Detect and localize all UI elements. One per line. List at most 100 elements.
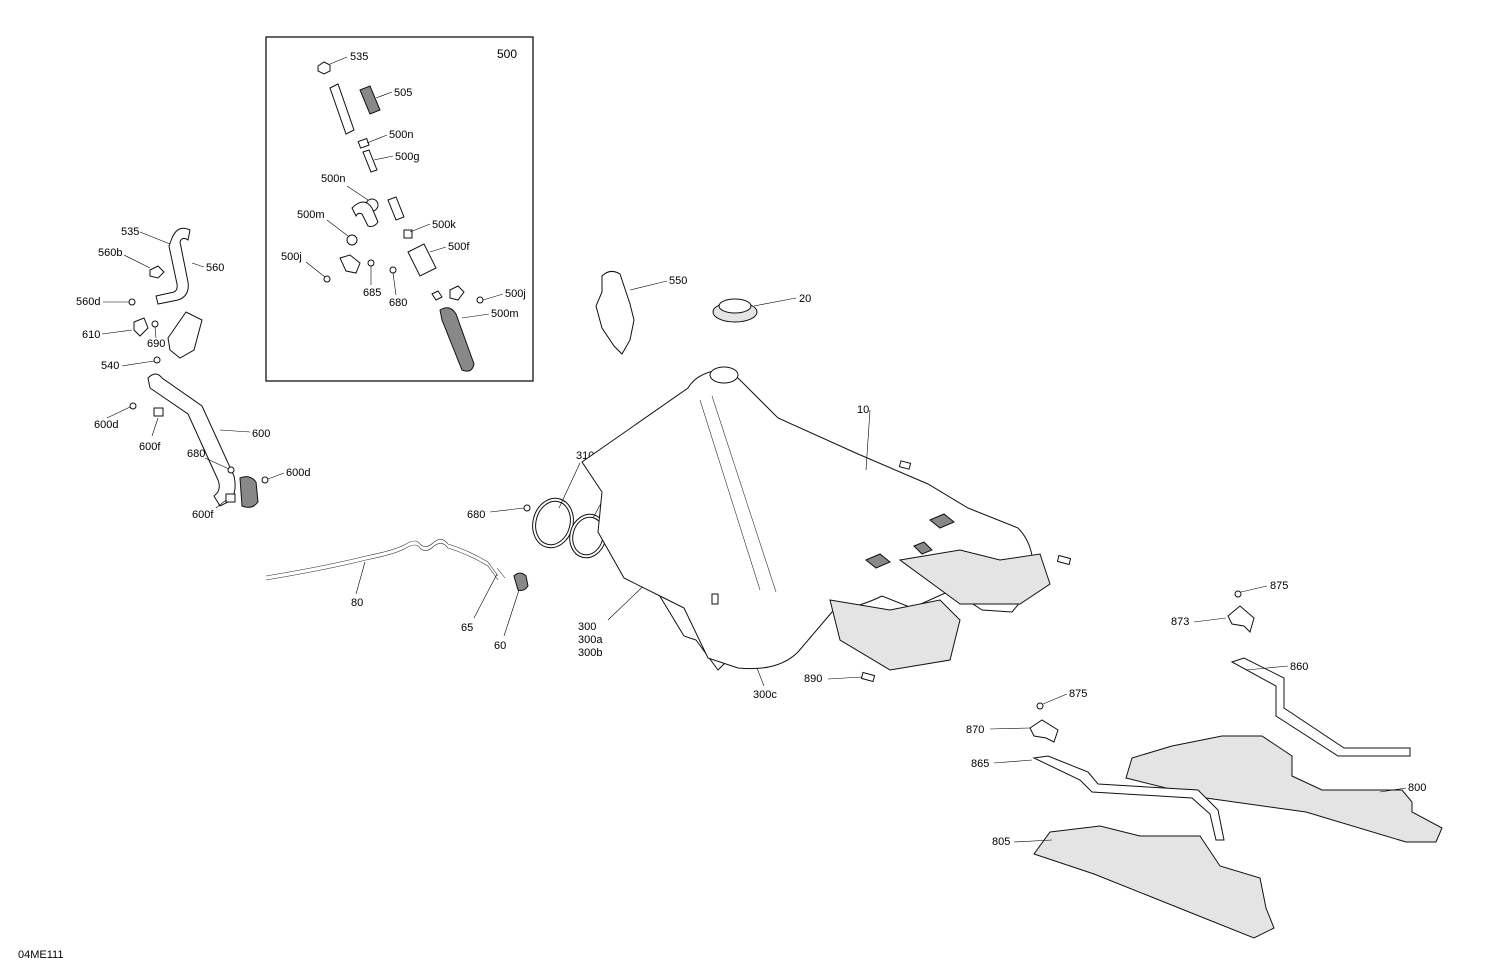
screw-685-part	[367, 259, 375, 267]
callout-300a: 300a	[578, 634, 603, 646]
callout-500j-b: 500j	[505, 288, 526, 300]
connector-60-part	[513, 572, 529, 591]
leader-310	[558, 462, 581, 509]
callout-500j-a: 500j	[281, 251, 302, 263]
hose-560-part	[155, 227, 191, 305]
callout-300c: 300c	[753, 689, 777, 701]
callout-690: 690	[147, 338, 165, 350]
pad-c-part	[711, 593, 719, 605]
strap-group: 875 873 860 875 870 865 800 805	[966, 580, 1443, 939]
inset-title: 500	[497, 47, 517, 61]
bracket-610-part	[133, 317, 149, 337]
clamp-part	[431, 290, 443, 301]
callout-600f-b: 600f	[192, 509, 214, 521]
leader-500f	[429, 246, 447, 253]
callout-560d: 560d	[76, 296, 100, 308]
hose-500m-part	[351, 201, 379, 227]
callout-875-b: 875	[1069, 688, 1087, 700]
tank-shade-part	[898, 549, 1051, 605]
tank-seam	[699, 395, 777, 593]
drawing-code: 04ME111	[18, 949, 63, 961]
leader-873	[1193, 617, 1227, 623]
callout-10: 10	[857, 404, 869, 416]
callout-500g: 500g	[395, 151, 419, 163]
leader-610	[101, 329, 133, 335]
screw-600d-b-part	[261, 476, 269, 484]
hose-600-part	[147, 373, 236, 507]
leader-500g	[373, 155, 394, 161]
callout-500m-b: 500m	[491, 308, 519, 320]
valve-body-part	[167, 311, 203, 359]
leader-505	[375, 91, 393, 99]
callout-300b: 300b	[578, 647, 602, 659]
fuel-line-group: 80 65 60	[265, 539, 529, 652]
callout-875-a: 875	[1270, 580, 1288, 592]
leader-865	[993, 759, 1033, 764]
screw-875-a-part	[1234, 590, 1242, 598]
fitting-500g-part	[362, 149, 378, 173]
screw-680-part	[389, 266, 397, 274]
callout-860: 860	[1290, 661, 1308, 673]
leader-680-a	[204, 457, 230, 470]
callout-800: 800	[1408, 782, 1426, 794]
clamp-500k-part	[403, 229, 413, 239]
leader-860	[1245, 665, 1289, 671]
callout-870: 870	[966, 724, 984, 736]
leader-890	[827, 676, 863, 680]
valve-550-group: 550	[595, 270, 687, 355]
callout-600: 600	[252, 428, 270, 440]
screw-600d-a-part	[129, 402, 137, 410]
callout-685: 685	[363, 287, 381, 299]
leader-65	[473, 573, 498, 619]
callout-500m-a: 500m	[297, 209, 325, 221]
leader-875-b	[1042, 693, 1068, 705]
leader-500k	[409, 223, 431, 233]
callout-80: 80	[351, 597, 363, 609]
strap-865-part	[1032, 755, 1225, 841]
pad-890-part	[860, 671, 876, 683]
callout-500n-b: 500n	[321, 173, 345, 185]
leader-560b	[123, 254, 151, 269]
pad-b-part	[1056, 554, 1072, 566]
leader-600d-a	[106, 406, 131, 419]
leader-10	[865, 409, 871, 471]
callout-680-a: 680	[187, 448, 205, 460]
leader-805	[1013, 839, 1053, 843]
callout-560: 560	[206, 262, 224, 274]
leader-600f-a	[151, 417, 159, 437]
callout-20: 20	[799, 293, 811, 305]
clip-500j-part	[323, 275, 331, 283]
fuel-tank-10-part	[581, 369, 1034, 670]
callout-680-in: 680	[389, 297, 407, 309]
callout-500k: 500k	[432, 219, 456, 231]
leader-500m-b	[461, 313, 490, 319]
vent-hose-group: 535 560b 560 560d 610 690 540 600d 600f …	[76, 226, 310, 521]
callout-300: 300	[578, 621, 596, 633]
callout-873: 873	[1171, 616, 1189, 628]
screw-680-b-part	[523, 504, 531, 512]
callout-600d-a: 600d	[94, 419, 118, 431]
leader-550	[629, 280, 668, 291]
tank-mount-a-part	[929, 513, 955, 529]
clip-500j-b-part	[476, 296, 484, 304]
shield-805-part	[1033, 825, 1275, 939]
clamp-500m-part	[346, 234, 358, 246]
fuel-tank-group: 10 890	[581, 366, 1072, 685]
callout-540: 540	[101, 360, 119, 372]
callout-535: 535	[121, 226, 139, 238]
callout-680-b: 680	[467, 509, 485, 521]
inset-500: 500	[265, 36, 534, 382]
leader-800	[1379, 787, 1407, 793]
screw-875-b-part	[1036, 702, 1044, 710]
fuel-cap-top-part	[718, 298, 752, 314]
corrugated-hose-500m-part	[439, 307, 475, 372]
callout-535-top: 535	[350, 51, 368, 63]
hose-end-part	[239, 476, 259, 508]
ring-310-inner-part	[535, 500, 571, 546]
clamp-600f-b-part	[225, 493, 236, 503]
cap-535-part	[317, 61, 331, 75]
leader-60	[503, 589, 520, 637]
leader-600d-b	[267, 472, 285, 480]
